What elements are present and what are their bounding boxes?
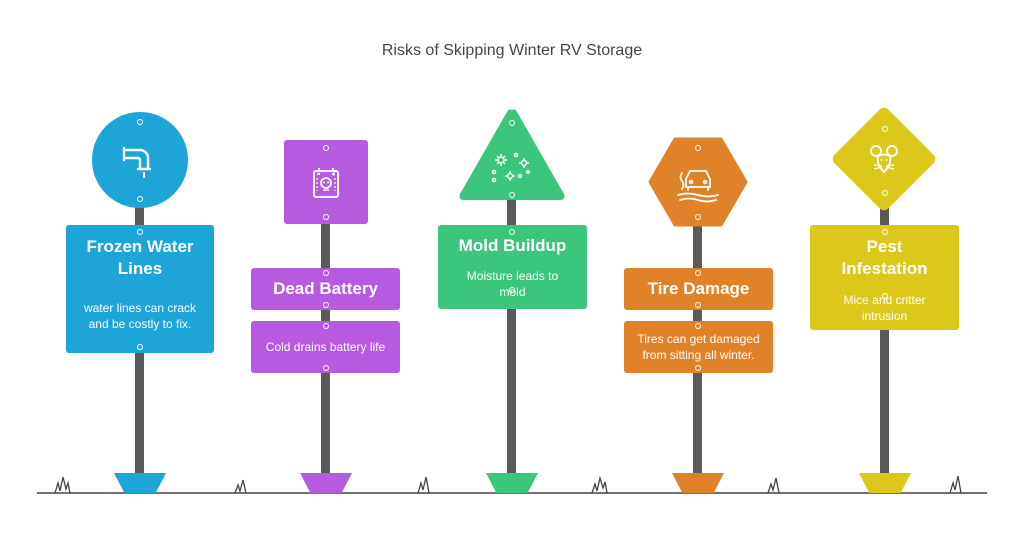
sign-pole xyxy=(507,195,516,475)
sign-description: Cold drains battery life xyxy=(265,340,386,354)
circle-sign-head xyxy=(92,112,188,208)
sign-description: Moisture leads to mold xyxy=(466,269,559,299)
sign-title: Mold Buildup xyxy=(458,236,567,255)
hexagon-sign-head xyxy=(648,137,748,227)
connector-dot xyxy=(509,287,515,293)
sign-description: Mice and critter intrusion xyxy=(843,293,926,323)
connector-dot xyxy=(137,119,143,125)
triangle-sign-head xyxy=(459,109,565,200)
square-sign-head xyxy=(284,140,368,224)
sign-base xyxy=(859,473,911,493)
connector-dot xyxy=(695,365,701,371)
connector-dot xyxy=(882,126,888,132)
mouse-icon xyxy=(870,145,898,174)
sign-base xyxy=(114,473,166,493)
connector-dot xyxy=(323,270,329,276)
connector-dot xyxy=(695,323,701,329)
sign-pest-infestation: Pest Infestation Mice and critter intrus… xyxy=(810,225,959,330)
connector-dot xyxy=(323,302,329,308)
sign-base xyxy=(300,473,352,493)
car-skid-icon xyxy=(677,170,719,203)
mold-spores-icon xyxy=(491,152,530,183)
connector-dot xyxy=(695,214,701,220)
diamond-sign-head xyxy=(830,105,938,213)
sign-title: Tire Damage xyxy=(647,279,750,298)
diagram-title: Risks of Skipping Winter RV Storage xyxy=(381,42,643,59)
sign-title: Frozen Water Lines xyxy=(86,237,194,278)
connector-dot xyxy=(323,145,329,151)
connector-dot xyxy=(323,365,329,371)
connector-dot xyxy=(695,302,701,308)
connector-dot xyxy=(509,192,515,198)
connector-dot xyxy=(323,323,329,329)
connector-dot xyxy=(323,214,329,220)
battery-skull-icon xyxy=(313,168,339,198)
connector-dot xyxy=(509,120,515,126)
connector-dot xyxy=(137,344,143,350)
sign-description: water lines can crack and be costly to f… xyxy=(83,301,197,331)
connector-dot xyxy=(695,270,701,276)
sign-description: Tires can get damaged from sitting all w… xyxy=(637,332,760,362)
pipe-icon xyxy=(122,146,152,178)
sign-base xyxy=(486,473,538,493)
connector-dot xyxy=(882,293,888,299)
connector-dot xyxy=(137,196,143,202)
sign-base xyxy=(672,473,724,493)
sign-frozen-water-lines: Frozen Water Lines water lines can crack… xyxy=(66,225,214,353)
sign-title: Dead Battery xyxy=(273,279,378,298)
connector-dot xyxy=(882,229,888,235)
sign-title: Pest Infestation xyxy=(841,237,928,278)
sign-mold-buildup: Mold Buildup Moisture leads to mold xyxy=(438,225,587,309)
connector-dot xyxy=(137,229,143,235)
sign-tire-damage-description: Tires can get damaged from sitting all w… xyxy=(624,321,773,373)
connector-dot xyxy=(695,145,701,151)
connector-dot xyxy=(882,190,888,196)
connector-dot xyxy=(509,229,515,235)
sign-pole xyxy=(880,200,889,475)
sign-dead-battery-description: Cold drains battery life xyxy=(251,321,400,373)
